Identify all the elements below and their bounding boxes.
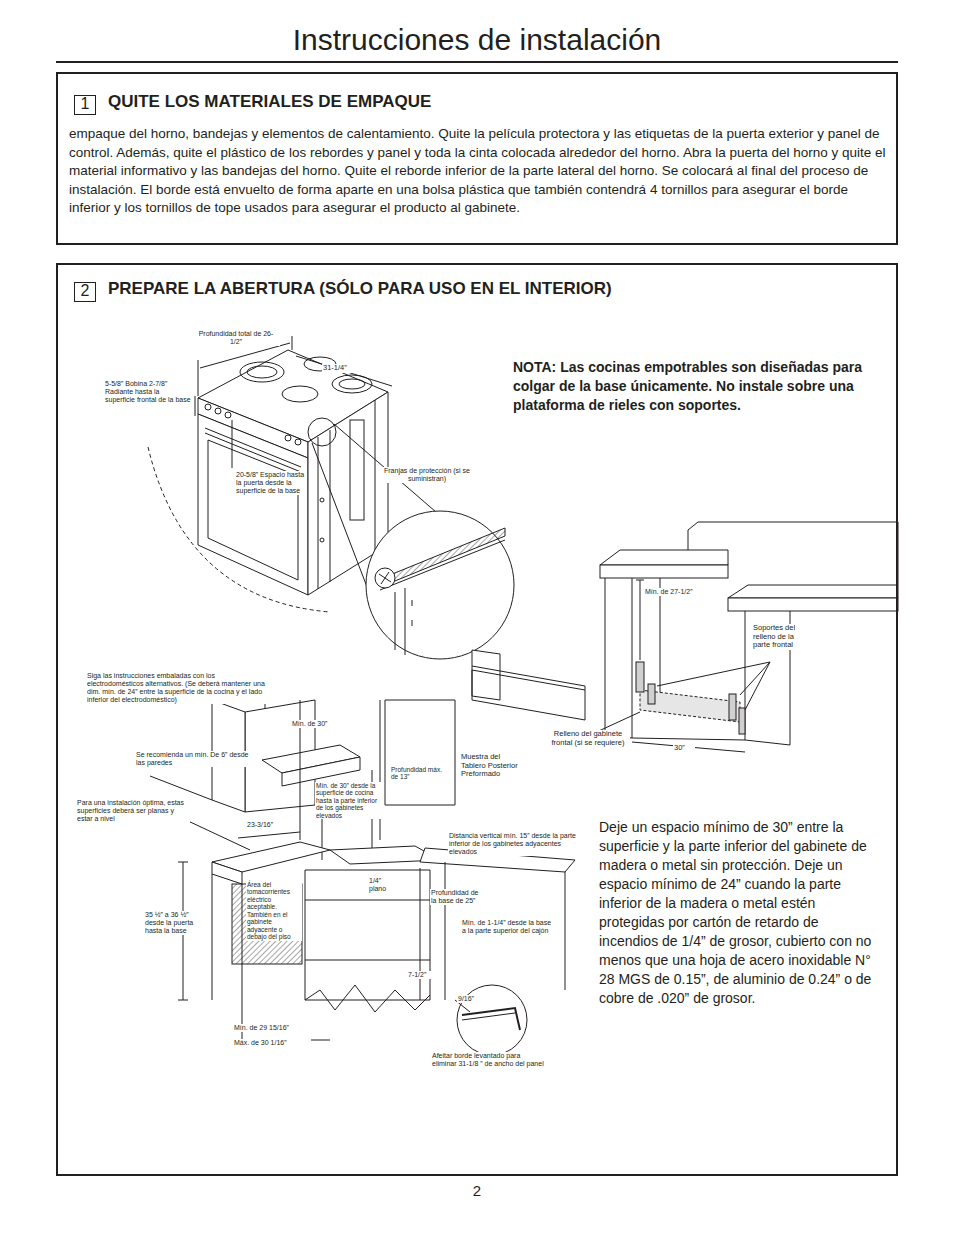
dimension-label: 7-1/2” — [407, 971, 435, 979]
note-text: Área del tomacorrientes eléctrico acepta… — [246, 881, 302, 941]
note-text: Afeitar borde levantado para eliminar 31… — [431, 1052, 547, 1068]
dimension-label: 31-1/4” — [322, 364, 354, 373]
dimension-label: 23-3/16” — [246, 821, 286, 829]
title-rule — [56, 61, 898, 63]
note-text: Siga las instrucciones embaladas con los… — [86, 672, 268, 704]
dimension-label: Mín. de 1-1/4” desde la base a la parte … — [461, 919, 555, 935]
dimension-label: 9/16” — [457, 995, 483, 1003]
dimension-label: 5-5/8” Bobina 2-7/8” Radiante hasta la s… — [104, 380, 192, 404]
note-text: Para una instalación óptima, estas super… — [76, 799, 190, 823]
filler-strip — [472, 650, 585, 720]
section-body: empaque del horno, bandejas y elementos … — [69, 125, 886, 218]
step-number: 2 — [74, 282, 96, 302]
part-label: Relleno del gabinete frontal (si se requ… — [546, 730, 630, 747]
note-text: Se recomienda un mín. De 6” desde las pa… — [135, 751, 251, 767]
step-number-text: 1 — [75, 96, 95, 112]
dimension-label: Máx. de 30 1/16” — [233, 1039, 311, 1047]
part-label: Muestra del Tablero Posterior Preformado — [460, 753, 526, 779]
cabinet-opening — [590, 522, 898, 752]
section-heading: QUITE LOS MATERIALES DE EMPAQUE — [108, 92, 431, 112]
step-number: 1 — [74, 95, 96, 115]
section-heading: PREPARE LA ABERTURA (SÓLO PARA USO EN EL… — [108, 279, 612, 299]
dimension-label: 30” — [673, 744, 695, 753]
detail-circle — [366, 511, 514, 659]
dimension-label: Mín. de 30” — [291, 720, 345, 728]
paragraph-text: Deje un espacio mínimo de 30” entre la s… — [598, 818, 880, 1008]
step-number-text: 2 — [75, 283, 95, 299]
dimension-label: 1/4” plano — [368, 877, 398, 893]
dimension-label: Mín. de 29 15/16” — [233, 1024, 311, 1032]
dimension-label: Mín. de 27-1/2” — [644, 588, 708, 596]
dimension-label: Distancia vertical mín. 15” desde la par… — [448, 832, 582, 856]
dimension-label: Profundidad total de 26-1/2” — [192, 330, 280, 346]
page-title: Instrucciones de instalación — [0, 22, 954, 58]
part-label: Soportes del relleno de la parte frontal — [752, 624, 810, 650]
dimension-label: 35 ½” a 36 ½” desde la puerta hasta la b… — [144, 911, 204, 935]
section-panel: QUITE LOS MATERIALES DE EMPAQUE empaque d… — [56, 72, 898, 245]
note-text: NOTA: Las cocinas empotrables son diseña… — [512, 358, 890, 415]
dimension-label: Profundidad máx. de 13” — [390, 766, 444, 781]
dimension-label: Profundidad de la base de 25” — [430, 889, 482, 905]
page-number: 2 — [462, 1182, 492, 1199]
dimension-label: Mín. de 30” desde la superficie de cocin… — [315, 782, 383, 819]
dimension-label: 20-5/8” Espacio hasta la puerta desde la… — [235, 471, 307, 495]
part-label: Franjas de protección (si se suministran… — [380, 467, 474, 483]
